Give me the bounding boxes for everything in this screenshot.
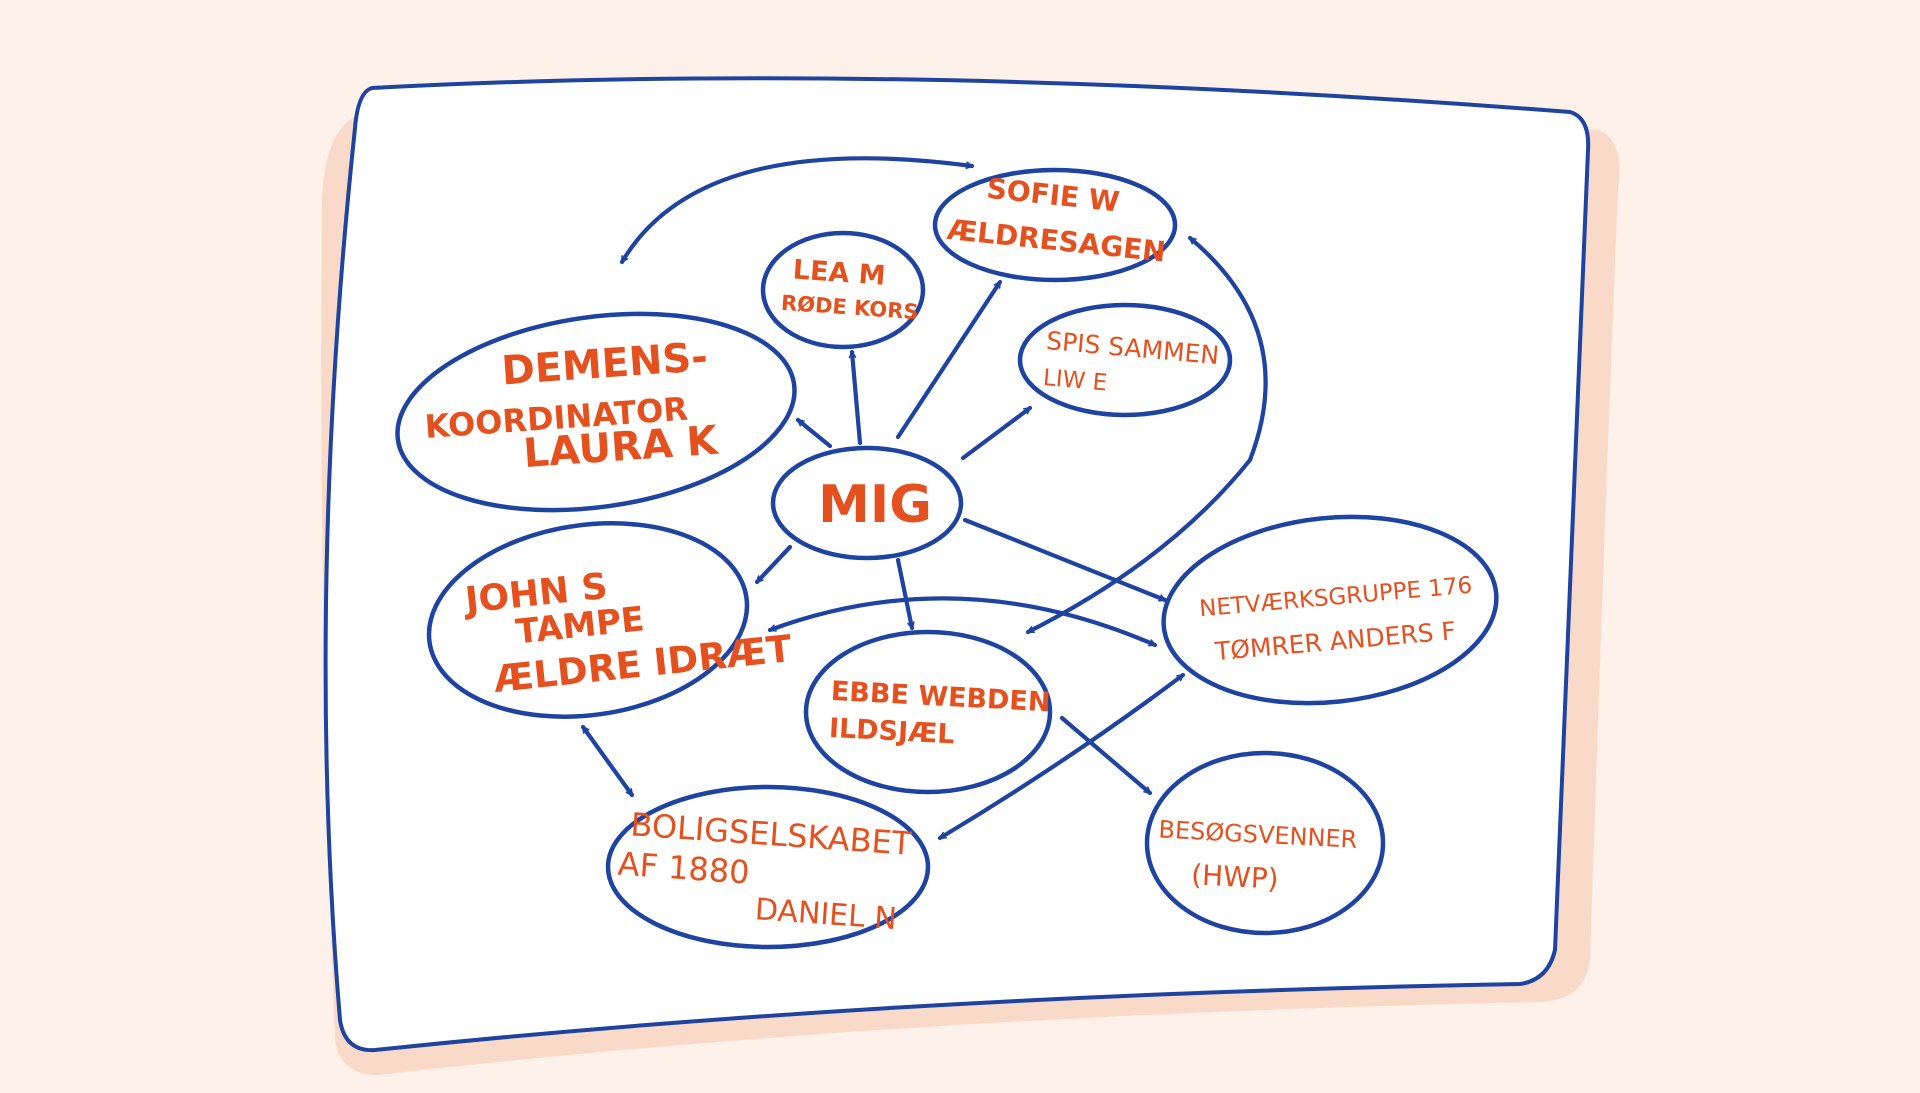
- edge-mig-demens: [795, 417, 833, 449]
- edge-mig-spis: [960, 405, 1033, 461]
- node-besog-line2: (HWP): [1190, 858, 1279, 896]
- node-bolig-ellipse: [605, 784, 931, 950]
- node-demens-ellipse: [395, 311, 797, 513]
- edge-sofie-ebbe: [1025, 235, 1268, 635]
- paper-card: [323, 76, 1591, 1053]
- node-spis-line2: LIW E: [1042, 365, 1108, 396]
- edge-mig-john: [754, 544, 793, 585]
- edge-john-netvaerk: [767, 596, 1158, 648]
- edge-john-bolig: [580, 724, 635, 798]
- edge-bolig-netvaerk: [937, 672, 1186, 841]
- node-ebbe-line2: ILDSJÆL: [828, 713, 955, 751]
- node-besog-ellipse: [1144, 750, 1386, 936]
- node-john-ellipse: [426, 521, 750, 719]
- edge-demens-sofie: [619, 156, 975, 265]
- node-lea-line1: LEA M: [792, 254, 887, 291]
- node-mig[interactable]: MIG: [818, 475, 932, 535]
- node-bolig-line2: AF 1880: [617, 845, 751, 892]
- node-lea[interactable]: LEA M RØDE KORS: [780, 254, 922, 324]
- edge-mig-lea: [852, 349, 863, 446]
- edge-mig-sofie: [895, 279, 1003, 440]
- node-mig-ellipse: [770, 445, 964, 561]
- edge-mig-ebbe: [895, 557, 912, 631]
- node-mig-label: MIG: [818, 475, 932, 535]
